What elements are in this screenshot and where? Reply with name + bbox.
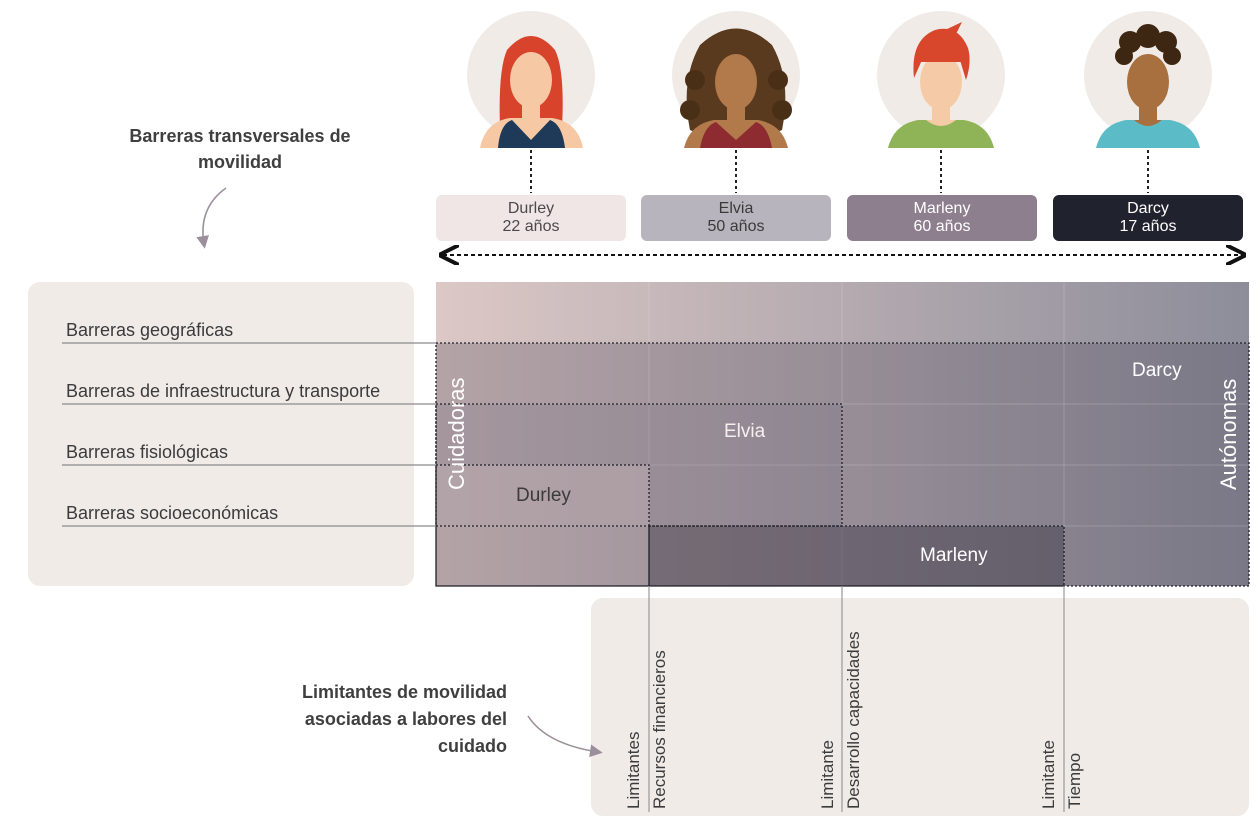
region-elvia bbox=[436, 404, 842, 526]
region-durley bbox=[436, 465, 649, 526]
limit-kind-financial: Limitantes bbox=[624, 731, 643, 809]
grid-label-elvia: Elvia bbox=[724, 421, 766, 442]
barriers-title: Barreras transversales de movilidad bbox=[129, 126, 351, 172]
avatar-marleny bbox=[877, 11, 1005, 148]
avatar-elvia bbox=[672, 11, 800, 148]
region-borders bbox=[435, 342, 1250, 587]
barriers-panel bbox=[28, 282, 414, 586]
limit-lines bbox=[648, 586, 1065, 812]
person-age: 17 años bbox=[1119, 218, 1177, 235]
avatar-durley bbox=[467, 11, 595, 148]
person-box-elvia: Elvia 50 años bbox=[641, 195, 831, 241]
limit-kind-capacities: Limitante bbox=[818, 740, 837, 809]
limit-label-financial: Recursos financieros bbox=[650, 650, 669, 809]
limits-title: Limitantes de movilidad asociadas a labo… bbox=[301, 682, 507, 756]
barriers-overlay bbox=[436, 343, 1249, 586]
person-box-darcy: Darcy 17 años bbox=[1053, 195, 1243, 241]
grid-label-durley: Durley bbox=[516, 485, 571, 506]
limits-arrow-icon bbox=[527, 715, 603, 758]
person-age: 50 años bbox=[707, 218, 765, 235]
limit-kind-time: Limitante bbox=[1039, 740, 1058, 809]
axis-label-caregivers: Cuidadoras bbox=[444, 377, 469, 490]
grid-label-darcy: Darcy bbox=[1132, 360, 1182, 381]
barrier-label-socioeconomic: Barreras socioeconómicas bbox=[66, 503, 279, 523]
person-box-durley: Durley 22 años bbox=[436, 195, 626, 241]
barrier-leader-lines bbox=[62, 342, 436, 527]
barrier-label-physiological: Barreras fisiológicas bbox=[66, 442, 229, 462]
barrier-label-geographic: Barreras geográficas bbox=[66, 320, 234, 340]
barrier-label-infrastructure: Barreras de infraestructura y transporte bbox=[66, 381, 381, 401]
barriers-arrow-icon bbox=[196, 187, 227, 249]
person-name: Darcy bbox=[1127, 200, 1169, 217]
person-age: 22 años bbox=[502, 218, 560, 235]
avatar-darcy bbox=[1084, 11, 1212, 148]
region-marleny bbox=[649, 526, 1064, 586]
limit-label-capacities: Desarrollo capacidades bbox=[844, 631, 863, 809]
person-age: 60 años bbox=[913, 218, 971, 235]
person-name: Durley bbox=[507, 200, 555, 217]
avatar-connectors bbox=[530, 150, 1149, 193]
grid-label-marleny: Marleny bbox=[920, 545, 988, 566]
axis-label-autonomous: Autónomas bbox=[1216, 378, 1241, 490]
limits-panel bbox=[591, 598, 1249, 816]
person-box-marleny: Marleny 60 años bbox=[847, 195, 1037, 241]
person-name: Elvia bbox=[718, 200, 754, 217]
limit-label-time: Tiempo bbox=[1065, 752, 1084, 809]
person-name: Marleny bbox=[913, 200, 971, 217]
